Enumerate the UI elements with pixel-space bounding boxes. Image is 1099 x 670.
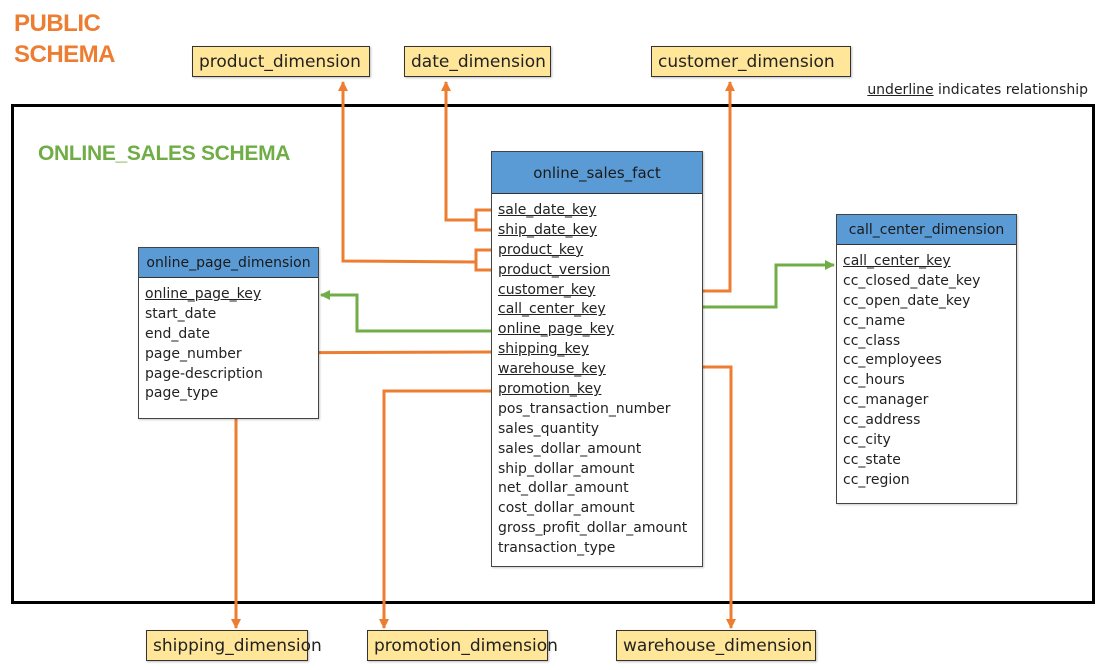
- column-row: gross_profit_dollar_amount: [498, 520, 688, 537]
- column-row: cc_region: [843, 471, 910, 488]
- table-header: online_sales_fact: [492, 152, 702, 194]
- date-dimension-box[interactable]: date_dimension: [404, 46, 551, 77]
- key-column-row: call_center_key: [843, 253, 951, 269]
- line-customer-dimension: [702, 81, 735, 293]
- key-column-row: warehouse_key: [498, 361, 606, 378]
- column-row: cc_employees: [843, 352, 942, 369]
- public-schema-title-line1: PUBLIC: [14, 10, 101, 37]
- key-column-row: promotion_key: [498, 381, 602, 398]
- column-row: cc_manager: [843, 392, 929, 409]
- legend-underline-word: underline: [867, 82, 934, 98]
- table-header: call_center_dimension: [837, 215, 1016, 245]
- column-row: end_date: [145, 325, 210, 342]
- column-list: online_page_key start_date end_date page_nu…: [139, 278, 318, 403]
- key-column-row: online_page_key: [145, 286, 262, 302]
- call-center-dimension-table[interactable]: call_center_dimension call_center_key cc_…: [836, 214, 1017, 504]
- key-column-row: sale_date_key: [498, 202, 597, 218]
- column-row: cc_city: [843, 432, 891, 449]
- column-row: sales_dollar_amount: [498, 440, 642, 457]
- promotion-dimension-box[interactable]: promotion_dimension: [367, 630, 558, 661]
- line-promotion-dimension: [379, 389, 492, 629]
- relationship-legend: underline indicates relationship: [867, 82, 1088, 98]
- public-schema-title: PUBLIC SCHEMA: [14, 8, 116, 70]
- key-column-row: shipping_key: [498, 341, 589, 358]
- key-column-row: ship_date_key: [498, 221, 598, 238]
- shipping-dimension-box[interactable]: shipping_dimension: [146, 630, 322, 661]
- warehouse-dimension-box[interactable]: warehouse_dimension: [616, 630, 816, 661]
- column-row: cc_hours: [843, 372, 905, 389]
- column-row: cc_open_date_key: [843, 292, 971, 309]
- column-row: page_type: [145, 385, 219, 402]
- online-sales-schema-frame: [11, 104, 1095, 604]
- key-column-row: call_center_key: [498, 301, 606, 318]
- column-row: ship_dollar_amount: [498, 460, 635, 477]
- column-row: page-description: [145, 365, 263, 382]
- customer-dimension-box[interactable]: customer_dimension: [651, 46, 851, 77]
- column-row: transaction_type: [498, 540, 616, 557]
- column-row: cc_closed_date_key: [843, 272, 981, 289]
- column-row: cost_dollar_amount: [498, 500, 635, 517]
- column-row: start_date: [145, 305, 217, 322]
- column-row: page_number: [145, 345, 242, 362]
- column-row: sales_quantity: [498, 420, 600, 437]
- product-dimension-box[interactable]: product_dimension: [192, 46, 370, 77]
- column-row: cc_class: [843, 332, 901, 349]
- key-column-row: product_key: [498, 241, 584, 258]
- online-sales-fact-table[interactable]: online_sales_fact sale_date_key ship_date…: [491, 151, 703, 567]
- line-warehouse-dimension: [702, 365, 736, 629]
- key-column-row: customer_key: [498, 281, 596, 298]
- column-list: call_center_key cc_closed_date_key cc_open…: [837, 245, 1016, 490]
- public-schema-title-line2: SCHEMA: [14, 41, 116, 68]
- online-sales-schema-title: ONLINE_SALES SCHEMA: [38, 142, 291, 165]
- line-call-center-dimension: [702, 260, 835, 309]
- line-product-dimension: [343, 82, 492, 272]
- column-row: pos_transaction_number: [498, 400, 671, 417]
- table-header: online_page_dimension: [139, 248, 318, 278]
- legend-text: indicates relationship: [933, 82, 1088, 98]
- key-column-row: product_version: [498, 261, 611, 278]
- column-row: cc_name: [843, 312, 906, 329]
- column-row: cc_address: [843, 412, 921, 429]
- line-online-page-dimension: [320, 290, 492, 333]
- line-date-dimension: [446, 82, 492, 232]
- column-row: cc_state: [843, 451, 901, 468]
- key-column-row: online_page_key: [498, 321, 615, 338]
- column-row: net_dollar_amount: [498, 480, 629, 497]
